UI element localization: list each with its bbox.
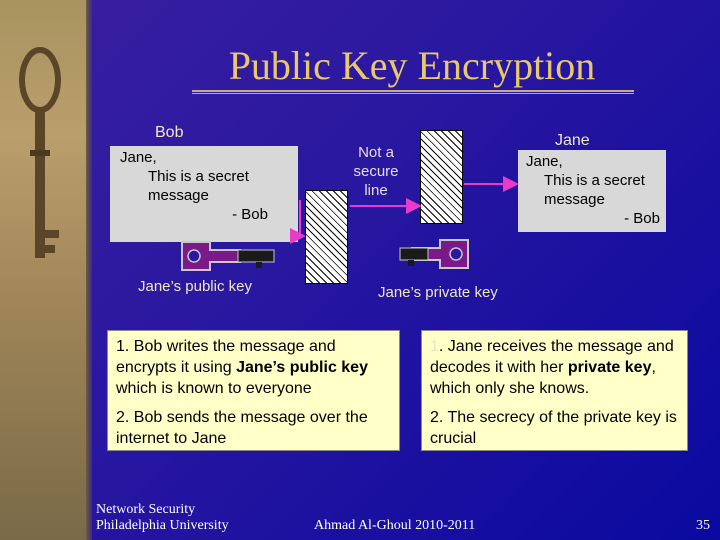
band-edge (86, 0, 92, 540)
receiver-label: Jane (555, 132, 590, 149)
message-line: Jane, (526, 153, 563, 170)
arrow-to-channel (290, 200, 306, 244)
sender-step-1: 1. Bob writes the message and encrypts i… (116, 338, 368, 397)
sender-steps-box: 1. Bob writes the message and encrypts i… (107, 330, 400, 451)
public-key-icon (181, 241, 275, 271)
encrypted-block-receiver (420, 130, 463, 224)
message-signature: - Bob (624, 210, 660, 227)
message-signature: - Bob (232, 206, 268, 223)
decorative-left-band (0, 0, 92, 540)
message-line: message (148, 187, 209, 204)
message-line: This is a secret (544, 172, 645, 189)
sender-step-2: 2. Bob sends the message over the intern… (116, 409, 368, 447)
footer-course-info: Network Security Philadelphia University (96, 502, 229, 533)
receiver-step-2: 2. The secrecy of the private key is cru… (430, 409, 677, 447)
plaintext-message-box: Jane, This is a secret message - Bob (110, 146, 298, 242)
slide-title: Public Key Encryption (228, 43, 596, 88)
receiver-step-1: 1. Jane receives the message and decodes… (430, 338, 674, 397)
message-line: Jane, (120, 149, 157, 166)
receiver-steps-box: 1. Jane receives the message and decodes… (421, 330, 688, 451)
slide-number: 35 (696, 518, 710, 533)
message-line: This is a secret (148, 168, 249, 185)
sender-label: Bob (155, 124, 184, 141)
decrypted-message-box: Jane, This is a secret message - Bob (518, 150, 666, 232)
public-key-label: Jane’s public key (138, 278, 252, 295)
footer-author: Ahmad Al-Ghoul 2010-2011 (314, 518, 476, 533)
private-key-icon (399, 239, 469, 269)
antique-key-icon (19, 47, 61, 258)
private-key-label: Jane’s private key (378, 284, 498, 301)
title-underline (192, 90, 634, 94)
message-line: message (544, 191, 605, 208)
insecure-channel-label: Not a secure line (353, 144, 399, 199)
encrypted-block-sender (305, 190, 348, 284)
